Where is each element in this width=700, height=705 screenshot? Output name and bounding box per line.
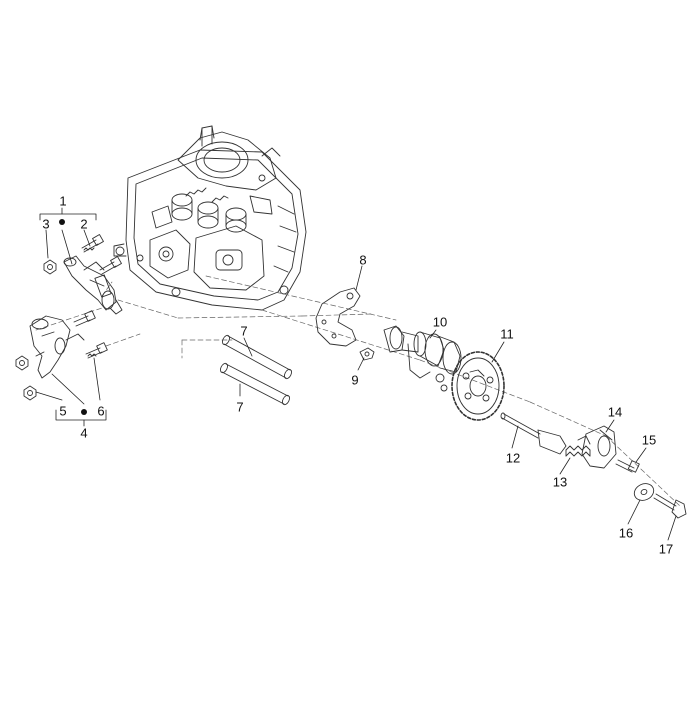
bullet-dot-4: [81, 409, 87, 415]
callout-15: 15: [641, 432, 657, 448]
callout-4: 4: [80, 425, 88, 441]
callout-13: 13: [552, 474, 568, 490]
callout-10: 10: [432, 314, 448, 330]
callout-3: 3: [42, 216, 50, 232]
decompressor-plate-8: [315, 287, 361, 347]
callout-7-upper: 7: [240, 323, 248, 339]
callout-16: 16: [618, 525, 634, 541]
callout-14: 14: [607, 404, 623, 420]
pin-7-upper: [222, 334, 292, 380]
leader-lines: [35, 207, 677, 541]
nut-3: [43, 259, 57, 275]
bolt-upper-right: [99, 256, 122, 275]
nut-5: [23, 385, 37, 401]
callout-12: 12: [505, 450, 521, 466]
rocker-arm-upper: [63, 255, 123, 315]
sprocket-11: [451, 351, 505, 421]
bullet-dot-1: [59, 219, 65, 225]
washer-16: [633, 483, 655, 501]
callout-7-lower: 7: [236, 399, 244, 415]
cylinder-head: [113, 125, 307, 311]
callout-2: 2: [80, 216, 88, 232]
alignment-lines: [35, 275, 681, 507]
decompressor-shaft-12: [500, 412, 567, 455]
callout-11: 11: [500, 326, 514, 342]
callout-8: 8: [359, 252, 367, 268]
spring-13: [565, 435, 591, 457]
callout-6: 6: [97, 403, 105, 419]
callout-5: 5: [59, 403, 67, 419]
counterweight-14: [581, 425, 617, 469]
screw-9: [359, 347, 375, 361]
bolt-17: [653, 493, 687, 519]
callout-1: 1: [59, 193, 67, 209]
nut-lower-left: [15, 355, 29, 371]
bolt-lower-6: [85, 342, 108, 359]
bolt-2: [81, 234, 104, 253]
camshaft-10: [383, 325, 462, 392]
rocker-arm-lower: [29, 315, 85, 379]
callout-17: 17: [658, 541, 674, 557]
callout-9: 9: [351, 372, 359, 388]
pin-7-lower: [220, 362, 290, 406]
screw-15: [615, 459, 640, 473]
bolt-lower-a: [73, 310, 96, 327]
